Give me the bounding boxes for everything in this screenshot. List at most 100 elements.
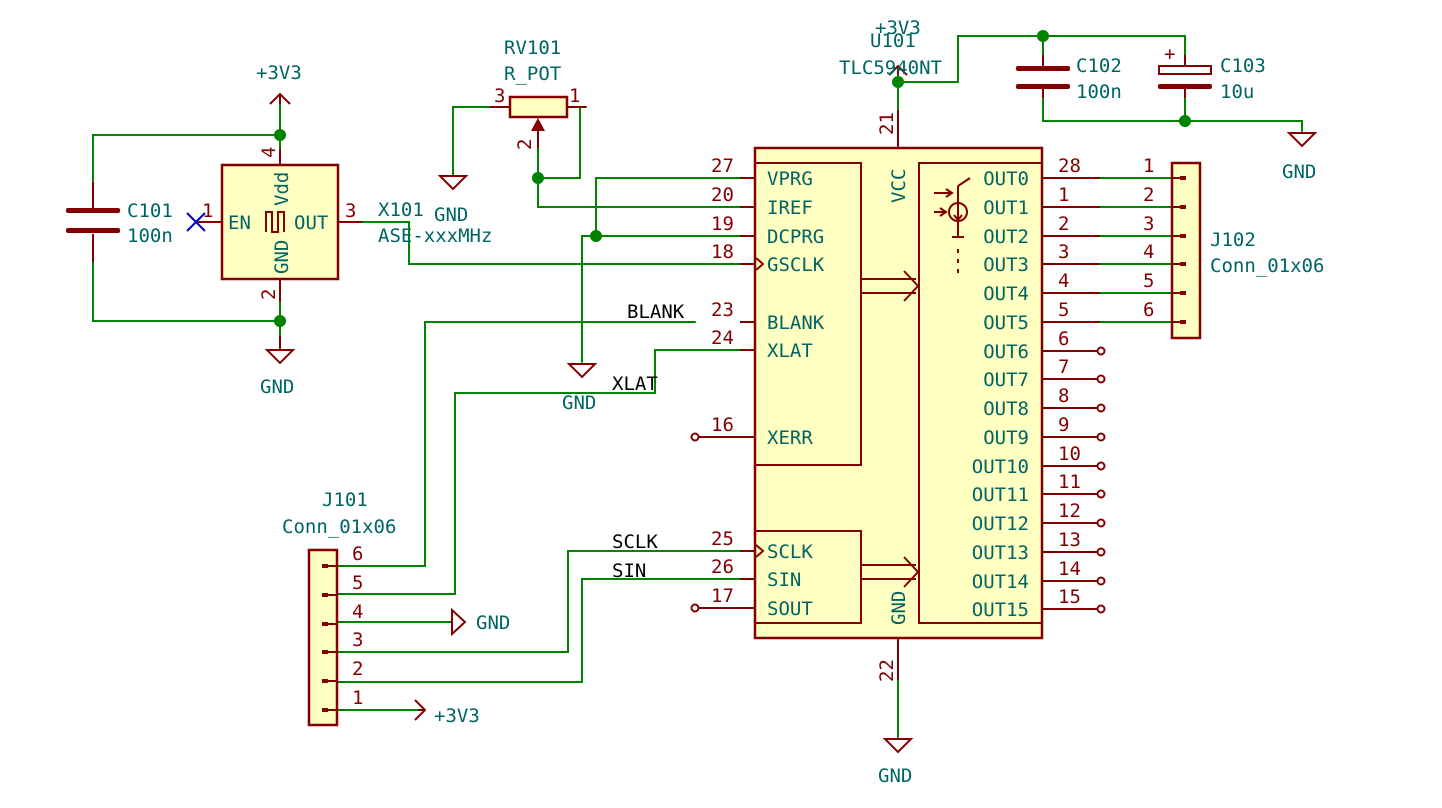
pin-name: OUT12 (972, 513, 1029, 535)
power-label: +3V3 (875, 17, 921, 39)
power-3v3-u101: +3V3 (875, 17, 921, 76)
gnd-label: GND (476, 612, 510, 634)
capacitor-c103: + C103 10u (1158, 43, 1266, 103)
j102-pins: 1 2 3 4 5 6 (1143, 155, 1186, 324)
pin-number: 6 (352, 543, 363, 565)
c102-value: 100n (1076, 81, 1122, 103)
net-label-sclk: SCLK (612, 531, 658, 553)
c101-ref: C101 (127, 200, 173, 222)
c103-value: 10u (1220, 81, 1254, 103)
pin-number: 28 (1058, 155, 1081, 177)
j101-value: Conn_01x06 (282, 516, 396, 538)
pin-name: OUT0 (983, 168, 1029, 190)
pin-name: OUT7 (983, 369, 1029, 391)
j102-pin: 1 (1143, 155, 1186, 180)
junction (274, 129, 286, 141)
j101-pin: 4 (322, 601, 363, 626)
j102-pin: 2 (1143, 184, 1186, 209)
junction (590, 230, 602, 242)
x101-pin-gnd: 2 (258, 289, 280, 300)
gnd-rv101: GND (434, 175, 469, 226)
rv101-ref: RV101 (504, 37, 561, 59)
pin-number: 17 (711, 585, 734, 607)
x101-ref: X101 (378, 199, 424, 221)
pin-number: 4 (1143, 241, 1154, 263)
pin-number: 9 (1058, 414, 1069, 436)
unconnected-pin-icon (1096, 403, 1106, 413)
gnd-label: GND (878, 765, 912, 787)
j101-pin: 6 (322, 543, 363, 568)
pin-name: OUT6 (983, 341, 1029, 363)
pin-number: 2 (352, 658, 363, 680)
power-3v3-x101: +3V3 (256, 62, 302, 105)
u101-gnd-label: GND (888, 591, 910, 625)
rv101-pin3: 3 (494, 85, 505, 107)
pin-number: 18 (711, 241, 734, 263)
j102-pin: 5 (1143, 270, 1186, 295)
j102-pin: 4 (1143, 241, 1186, 266)
pin-number: 5 (1058, 299, 1069, 321)
pin-number: 1 (352, 687, 363, 709)
pin-number: 20 (711, 184, 734, 206)
power-3v3-j101: +3V3 (414, 699, 480, 727)
pin-number: 3 (1058, 241, 1069, 263)
pin-name: OUT5 (983, 312, 1029, 334)
u101-pin-vcc: 21 (876, 112, 898, 135)
pin-name: XERR (767, 427, 813, 449)
pin-number: 3 (1143, 213, 1154, 235)
net-label-sin: SIN (612, 560, 646, 582)
pin-number: 4 (1058, 270, 1069, 292)
net-label-xlat: XLAT (612, 373, 658, 395)
pin-name: DCPRG (767, 226, 824, 248)
pin-number: 16 (711, 414, 734, 436)
unconnected-pin-icon (690, 432, 700, 442)
j101-body (307, 548, 339, 727)
wires (92, 35, 1303, 738)
x101-pin-en: 1 (202, 200, 213, 222)
j102-body (1170, 161, 1202, 340)
rv101-pin2: 2 (514, 139, 536, 150)
pin-number: 7 (1058, 356, 1069, 378)
pin-number: 5 (1143, 270, 1154, 292)
u101-inner-serial (754, 530, 862, 624)
unconnected-pin-icon (690, 603, 700, 613)
pin-name: OUT13 (972, 542, 1029, 564)
pin-name: GSCLK (767, 254, 825, 276)
pin-number: 6 (1058, 328, 1069, 350)
j102-ref: J102 (1210, 229, 1256, 251)
unconnected-pin-icon (1096, 576, 1106, 586)
c101-value: 100n (127, 225, 173, 247)
pin-name: OUT1 (983, 197, 1029, 219)
no-connect-marker (186, 212, 206, 232)
j102-pin: 6 (1143, 299, 1186, 324)
pin-name: OUT2 (983, 226, 1029, 248)
u101-inner-control (754, 162, 862, 466)
pin-number: 2 (1058, 213, 1069, 235)
pin-name: OUT11 (972, 484, 1029, 506)
pin-number: 12 (1058, 500, 1081, 522)
u101-value: TLC5940NT (839, 57, 942, 79)
j102-value: Conn_01x06 (1210, 255, 1324, 277)
unconnected-pin-icon (1096, 518, 1106, 528)
oscillator-x101: 1 3 4 2 EN OUT Vdd GND X101 ASE-xxxMHz (186, 147, 492, 302)
c103-ref: C103 (1220, 55, 1266, 77)
rv101-value: R_POT (504, 63, 561, 85)
u101-output-pins: 28OUT01OUT12OUT23OUT34OUT45OUT56OUT67OUT… (972, 155, 1106, 621)
junction (532, 172, 544, 184)
pin-number: 23 (711, 299, 734, 321)
net-labels: BLANK XLAT SCLK SIN (612, 301, 685, 582)
